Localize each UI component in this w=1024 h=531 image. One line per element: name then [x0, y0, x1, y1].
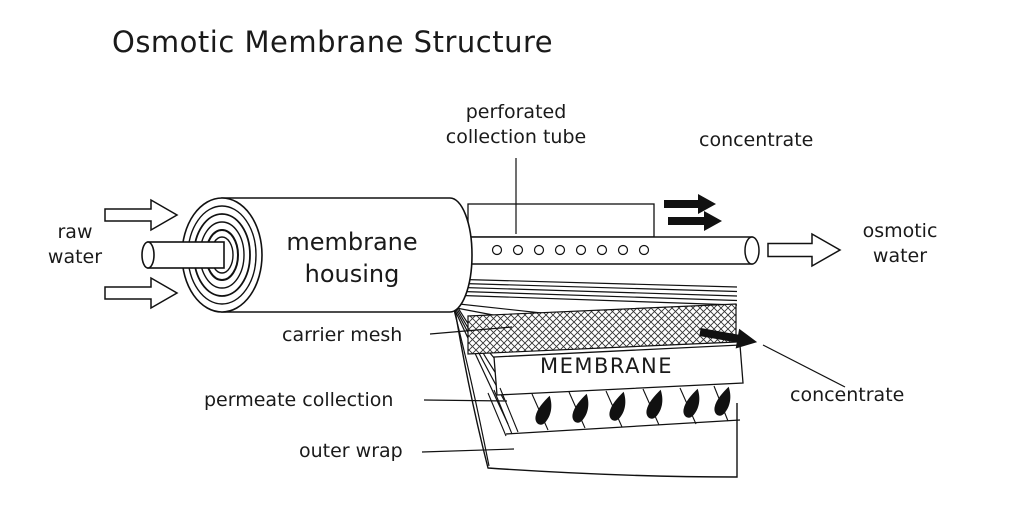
- raw-water-arrow-bottom: [104, 276, 179, 310]
- perforation-holes: [491, 244, 650, 256]
- label-raw-water: raw water: [47, 221, 103, 268]
- collection-tube: [451, 236, 760, 265]
- label-outer-wrap: outer wrap: [299, 440, 403, 462]
- label-perforated-collection-tube: perforated collection tube: [445, 101, 587, 148]
- label-carrier-mesh: carrier mesh: [282, 324, 403, 346]
- label-concentrate-top: concentrate: [699, 129, 814, 151]
- concentrate-arrows-top: [664, 194, 722, 231]
- inlet-pipe: [141, 241, 225, 269]
- top-sheet-edge: [467, 203, 655, 238]
- label-membrane-housing: membrane housing: [286, 228, 418, 289]
- raw-water-arrow-top: [104, 198, 179, 232]
- label-permeate-collection: permeate collection: [204, 389, 394, 411]
- osmotic-water-arrow: [767, 232, 842, 268]
- concentrate-arrow-side: [699, 328, 758, 349]
- raw-water-arrows: [104, 198, 179, 310]
- label-concentrate-bottom: concentrate: [790, 384, 905, 406]
- leader-carrier-mesh: [429, 326, 513, 335]
- diagram-title: Osmotic Membrane Structure: [112, 25, 554, 59]
- label-membrane: MEMBRANE: [540, 354, 673, 378]
- leader-permeate-collection: [423, 399, 508, 402]
- membrane-housing-shape: [141, 197, 473, 313]
- leader-lines: [421, 158, 846, 453]
- leader-concentrate-bottom: [762, 344, 846, 388]
- permeate-collection-layer: [487, 385, 741, 437]
- carrier-mesh-layer: [467, 303, 737, 355]
- permeate-flow-drops: [535, 386, 731, 425]
- leader-outer-wrap: [421, 448, 515, 453]
- membrane-layer: [493, 344, 744, 396]
- outer-wrap-sheet: [452, 297, 738, 478]
- label-osmotic-water: osmotic water: [862, 220, 938, 267]
